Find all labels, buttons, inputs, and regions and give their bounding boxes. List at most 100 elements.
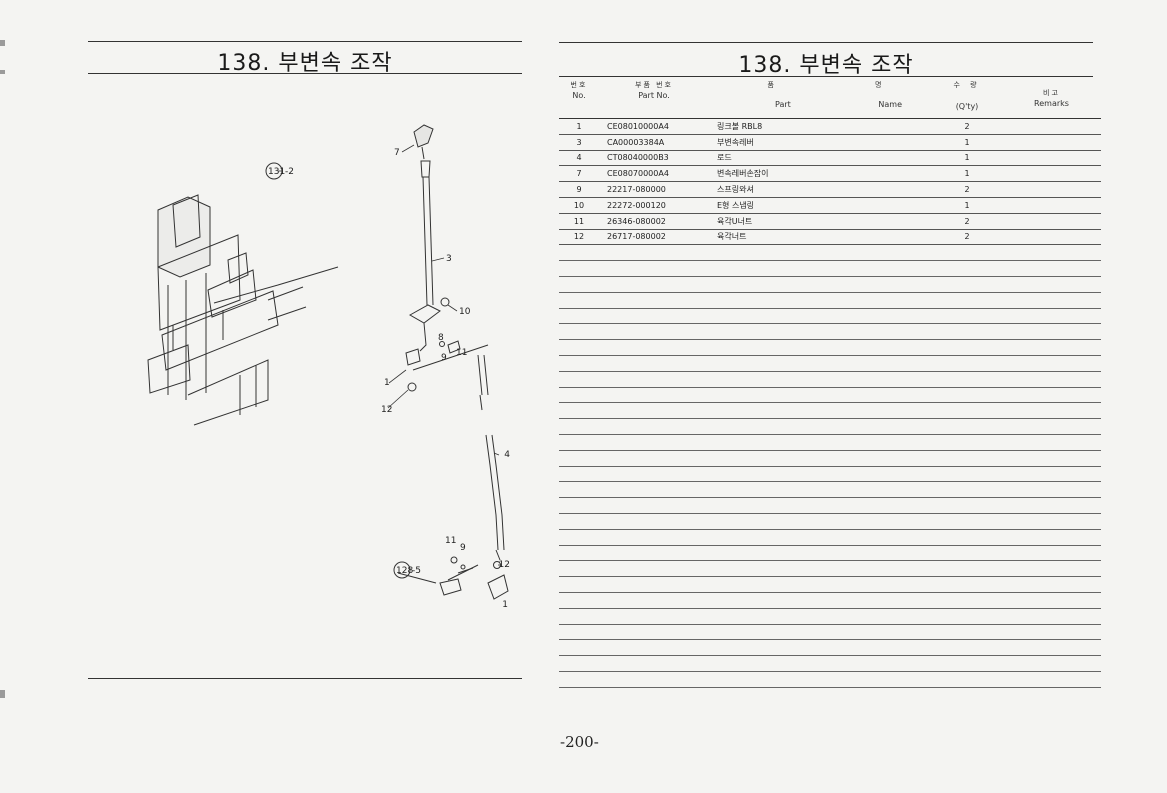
page-bottom-rule [88, 678, 522, 679]
cell-number [559, 244, 599, 262]
callout-4: 4 [504, 450, 510, 460]
cell-part-number [599, 481, 709, 499]
cell-remarks [1002, 292, 1101, 309]
cell-part-number [599, 339, 709, 356]
cell-quantity [932, 402, 1002, 420]
cell-remarks [1002, 545, 1101, 562]
cell-part-number [599, 418, 709, 435]
cell-part-name [709, 402, 932, 420]
header-part-number-en: Part No. [638, 91, 670, 100]
cell-number [559, 276, 599, 293]
table-row-empty [559, 323, 1101, 341]
cell-remarks [1002, 671, 1101, 688]
cell-part-number: 26346-080002 [599, 213, 709, 230]
header-quantity-en: (Q'ty) [955, 102, 979, 111]
callout-10: 10 [459, 307, 471, 317]
table-row-empty [559, 244, 1101, 262]
rod-4 [477, 354, 505, 561]
cell-part-number [599, 560, 709, 578]
header-part-name-en-1: Part [775, 100, 791, 109]
cell-quantity [932, 434, 1002, 451]
cell-remarks [1002, 497, 1101, 514]
cell-quantity [932, 260, 1002, 277]
right-page: 138. 부변속 조작 번호 No. 부품 번호 Part No. 품 명 [559, 0, 1101, 690]
cell-part-name: 링크볼 RBL8 [709, 118, 932, 135]
cell-quantity [932, 387, 1002, 404]
cell-quantity: 1 [932, 134, 1002, 151]
table-row-empty [559, 434, 1101, 451]
title-bottom-rule [559, 76, 1093, 77]
cell-part-name: 육각U너트 [709, 213, 932, 230]
cell-part-name [709, 481, 932, 499]
cell-remarks [1002, 481, 1101, 499]
header-remarks-en: Remarks [1034, 99, 1069, 108]
scan-edge-mark [0, 40, 5, 46]
cell-part-name [709, 244, 932, 262]
cell-remarks [1002, 655, 1101, 672]
title-top-rule [88, 41, 522, 42]
cell-number [559, 513, 599, 530]
cell-remarks [1002, 308, 1101, 325]
table-row-empty [559, 292, 1101, 309]
table-row-empty [559, 402, 1101, 420]
cell-quantity [932, 355, 1002, 372]
cell-number: 11 [559, 213, 599, 230]
cell-part-number [599, 308, 709, 325]
cell-part-name [709, 450, 932, 467]
cell-number [559, 402, 599, 420]
cell-remarks [1002, 608, 1101, 625]
cell-remarks [1002, 418, 1101, 435]
cell-quantity [932, 560, 1002, 578]
title-bottom-rule [88, 73, 522, 74]
callout-7: 7 [394, 148, 400, 158]
cell-part-number [599, 355, 709, 372]
ref-131-label: 131 [268, 167, 285, 177]
table-row-empty [559, 592, 1101, 609]
cell-part-name [709, 260, 932, 277]
cell-number [559, 418, 599, 435]
header-part-name-ko-2: 명 [875, 81, 882, 89]
page-title: 138. 부변속 조작 [217, 51, 393, 76]
cell-part-name [709, 418, 932, 435]
cell-number [559, 639, 599, 657]
cell-number: 10 [559, 197, 599, 214]
cell-remarks [1002, 466, 1101, 483]
cell-part-number [599, 260, 709, 277]
cell-number [559, 387, 599, 404]
cell-part-name [709, 339, 932, 356]
cell-quantity [932, 292, 1002, 309]
cell-number [559, 545, 599, 562]
cell-number [559, 323, 599, 341]
cell-quantity [932, 339, 1002, 356]
parts-list-table: 번호 No. 부품 번호 Part No. 품 명 Part Name [559, 78, 1101, 688]
cell-part-number [599, 323, 709, 341]
cell-part-name [709, 308, 932, 325]
frame-assembly [147, 194, 307, 426]
callout-11: 11 [456, 348, 467, 358]
table-row-empty [559, 355, 1101, 372]
callout-9: 9 [441, 353, 447, 363]
cell-quantity: 2 [932, 118, 1002, 135]
cell-part-name [709, 592, 932, 609]
header-part-name: 품 명 Part Name [709, 78, 932, 119]
cell-part-name [709, 529, 932, 546]
cell-number [559, 466, 599, 483]
table-row-empty [559, 513, 1101, 530]
cell-number [559, 576, 599, 593]
header-part-number-ko: 부품 번호 [635, 81, 673, 89]
cell-part-name: 부변속레버 [709, 134, 932, 151]
cell-part-name [709, 276, 932, 293]
cell-quantity: 1 [932, 165, 1002, 183]
header-number: 번호 No. [559, 78, 599, 119]
cell-quantity [932, 513, 1002, 530]
diagram-svg: 131 -2 128 -5 7 3 10 8 9 11 1 12 4 11 9 … [147, 124, 510, 610]
scan-edge-mark [0, 690, 5, 698]
cell-quantity [932, 466, 1002, 483]
callout-9-lower: 9 [460, 543, 466, 553]
cell-part-number [599, 576, 709, 593]
table-row-empty [559, 450, 1101, 467]
cell-part-name: 로드 [709, 150, 932, 167]
